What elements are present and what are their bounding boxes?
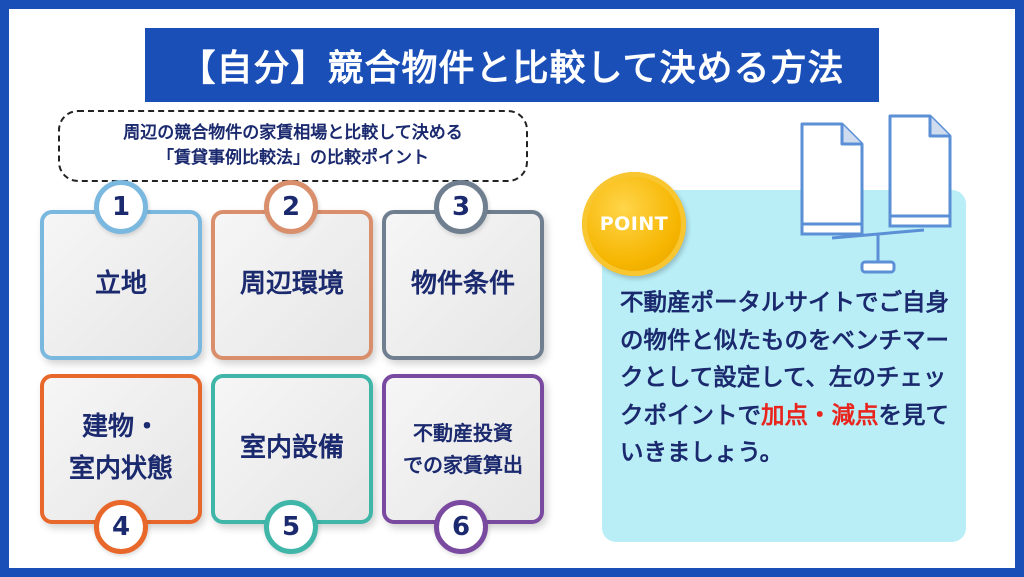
card-label: 室内設備 [239,433,344,464]
point-badge-label: POINT [599,213,669,235]
subtitle-box: 周辺の競合物件の家賃相場と比較して決める 「賃貸事例比較法」の比較ポイント [58,110,528,182]
card-location: 立地 [40,210,202,360]
card-label: 周辺環境 [239,269,344,300]
card-property-conditions: 物件条件 [382,210,544,360]
card-label: 物件条件 [410,269,515,300]
card-label: 不動産投資 での家賃算出 [403,421,523,477]
subtitle-line-1: 周辺の競合物件の家賃相場と比較して決める [123,122,463,143]
card-number-text: 3 [451,192,471,222]
card-label: 建物・ 室内状態 [68,412,173,484]
card-label: 立地 [94,269,147,300]
point-text-main: 不動産ポータルサイトでご自身の物件と似たものをベンチマークとして設定して、左のチ… [620,288,949,429]
point-text: 不動産ポータルサイトでご自身の物件と似たものをベンチマークとして設定して、左のチ… [620,284,960,472]
subtitle-line-2: 「賃貸事例比較法」の比較ポイント [157,148,429,168]
point-text-highlight: 加点・減点 [761,400,879,429]
card-number-text: 4 [111,512,131,542]
card-number-4: 4 [94,500,148,554]
card-number-text: 1 [111,192,131,222]
card-number-text: 5 [281,512,301,542]
card-number-1: 1 [94,180,148,234]
point-text-end: を見ていきましょう。 [620,400,949,467]
card-number-5: 5 [264,500,318,554]
card-investment-rent: 不動産投資 での家賃算出 [382,374,544,524]
card-surroundings: 周辺環境 [211,210,373,360]
point-badge: POINT [582,172,686,276]
card-number-3: 3 [434,180,488,234]
card-number-2: 2 [264,180,318,234]
card-number-text: 6 [451,512,471,542]
page-title-text: 【自分】競合物件と比較して決める方法 [179,48,845,89]
page-title: 【自分】競合物件と比較して決める方法 [145,28,879,102]
card-number-6: 6 [434,500,488,554]
document-scale-icon [800,114,952,274]
card-number-text: 2 [281,192,301,222]
card-equipment: 室内設備 [211,374,373,524]
